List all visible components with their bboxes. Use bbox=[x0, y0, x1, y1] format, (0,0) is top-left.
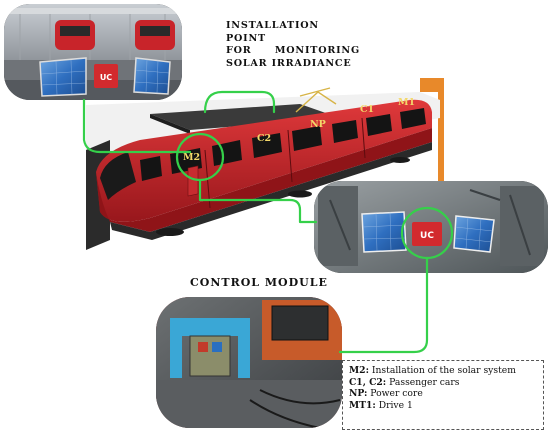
roof-solar-panel-right bbox=[453, 215, 495, 253]
legend-box: M2: Installation of the solar system C1,… bbox=[342, 360, 544, 430]
connector-m2-to-roof-photo bbox=[198, 178, 318, 224]
label-np: NP bbox=[310, 119, 326, 130]
legend-text: Drive 1 bbox=[378, 399, 413, 411]
uc-logo-box-garage bbox=[94, 64, 118, 88]
legend-key: C1, C2: bbox=[349, 376, 387, 388]
uc-logo-text-roof: UC bbox=[420, 231, 434, 241]
legend-text: Passenger cars bbox=[389, 376, 460, 388]
label-c1: C1 bbox=[360, 104, 374, 115]
connector-roof-to-control bbox=[338, 256, 429, 354]
solar-panel-left bbox=[39, 57, 87, 97]
solar-panel-right bbox=[133, 57, 171, 95]
legend-item: MT1: Drive 1 bbox=[349, 400, 537, 412]
connector-lines bbox=[82, 90, 454, 354]
train-labels: M2 C2 NP C1 M1 bbox=[183, 97, 415, 163]
connector-garage-to-m2 bbox=[82, 98, 192, 154]
legend-key: NP: bbox=[349, 388, 368, 400]
installation-title-line1: INSTALLATION POINT bbox=[226, 20, 320, 44]
label-m1: M1 bbox=[398, 97, 415, 108]
photo-roof-installation: UC bbox=[314, 181, 548, 273]
roof-solar-panel-left bbox=[361, 211, 407, 253]
photo-solar-panels-garage: UC bbox=[4, 4, 182, 100]
legend-key: M2: bbox=[349, 365, 369, 376]
legend-key: MT1: bbox=[349, 399, 376, 411]
control-module-frame bbox=[170, 318, 250, 336]
legend-item: C1, C2: Passenger cars bbox=[349, 377, 537, 389]
photo-control-module bbox=[156, 297, 342, 428]
legend-text: Power core bbox=[370, 388, 423, 400]
label-c2: C2 bbox=[257, 133, 271, 144]
uc-logo-box-roof bbox=[412, 222, 442, 246]
installation-point-title: INSTALLATION POINT FOR MONITORING SOLAR I… bbox=[226, 20, 360, 70]
roof-solar-canopy bbox=[150, 104, 340, 130]
connector-title-to-roof bbox=[203, 90, 276, 114]
pantograph bbox=[295, 87, 337, 113]
legend-item: M2: Installation of the solar system bbox=[349, 365, 537, 377]
installation-title-line2a: FOR bbox=[226, 45, 252, 56]
installation-title-line2b: MONITORING bbox=[274, 45, 360, 56]
installation-title-line3: SOLAR IRRADIANCE bbox=[226, 57, 352, 69]
legend-item: NP: Power core bbox=[349, 388, 537, 400]
control-module-title: CONTROL MODULE bbox=[190, 276, 328, 289]
label-m2: M2 bbox=[183, 152, 200, 163]
legend-text: Installation of the solar system bbox=[371, 365, 516, 376]
train-illustration bbox=[96, 87, 432, 240]
uc-logo-text-garage: UC bbox=[100, 73, 112, 82]
